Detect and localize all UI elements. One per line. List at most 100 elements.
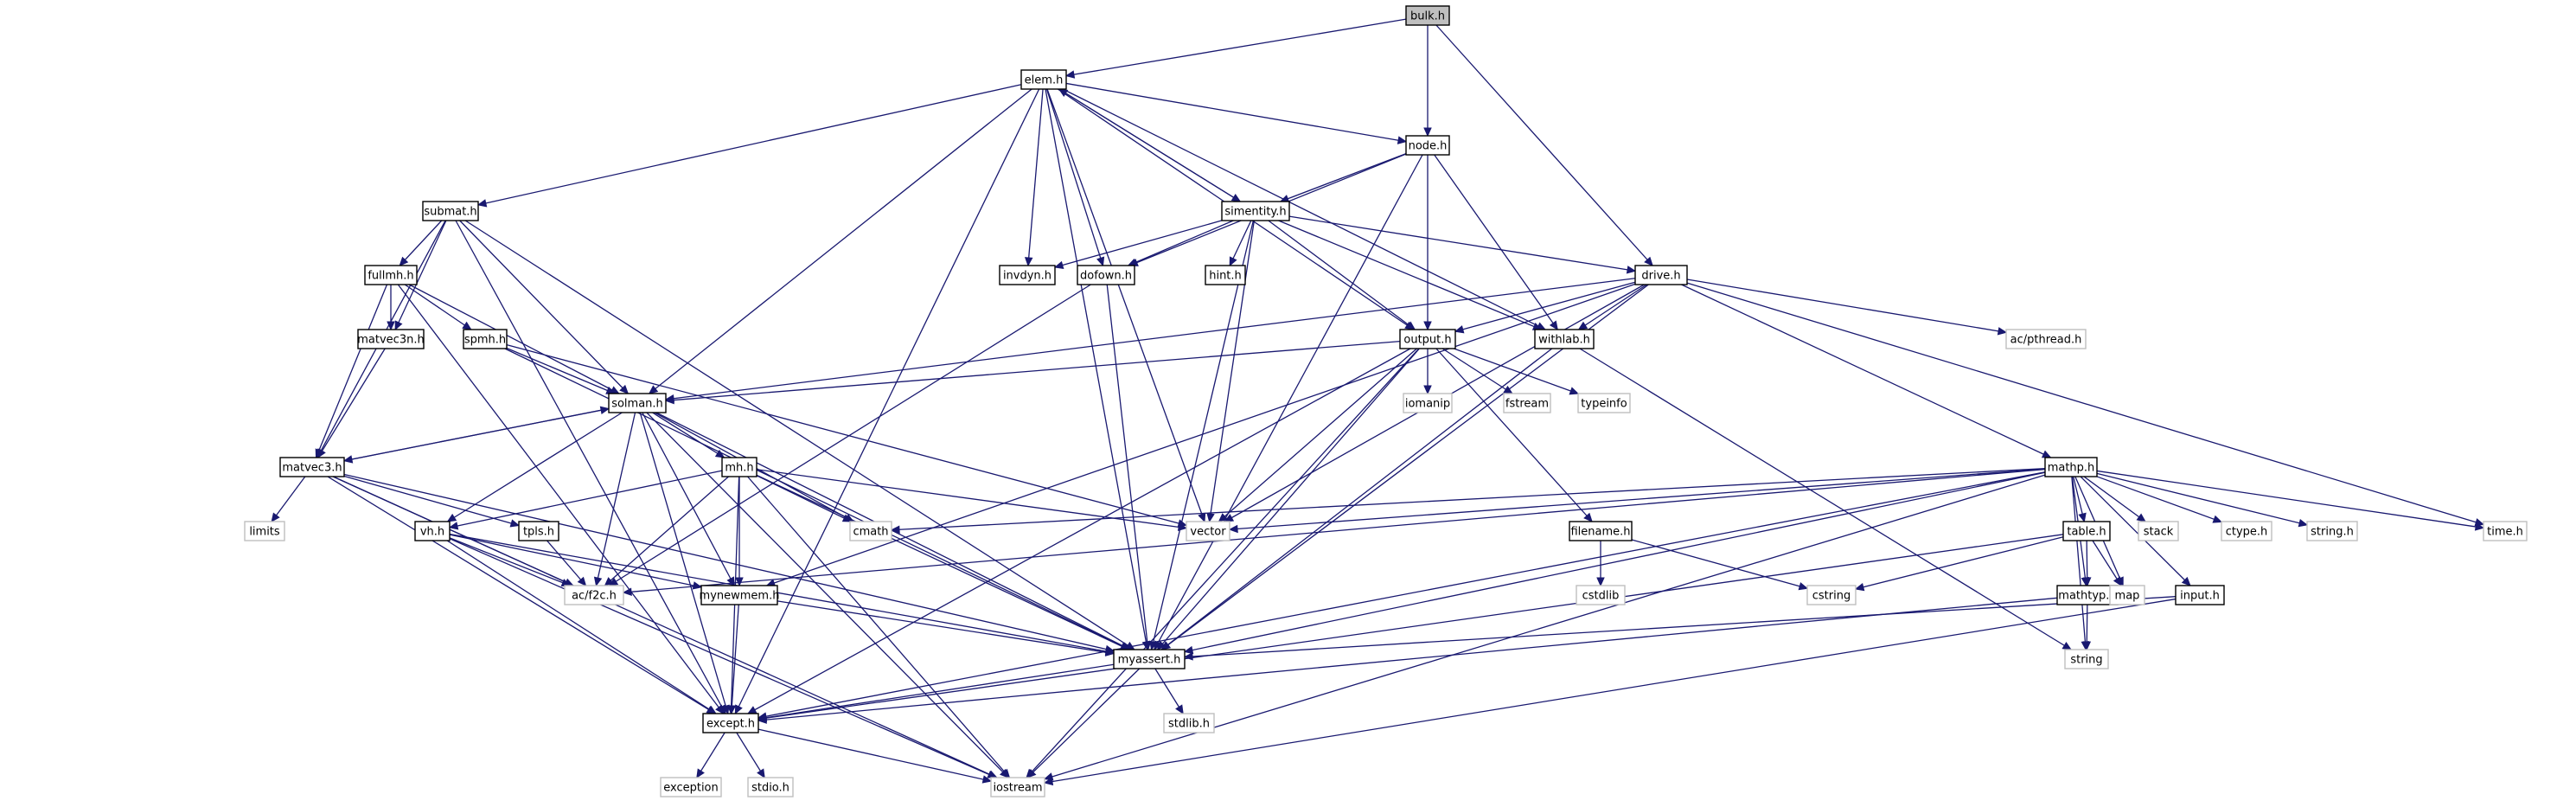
node-label: invdyn.h (1003, 270, 1051, 283)
node-fullmh-h[interactable]: fullmh.h (364, 265, 418, 285)
node-dofown-h[interactable]: dofown.h (1077, 265, 1135, 285)
edge-line (604, 476, 729, 586)
node-iomanip: iomanip (1403, 393, 1453, 413)
node-label: spmh.h (464, 334, 506, 347)
edge-line (1065, 18, 1407, 77)
node-mynewmem-h[interactable]: mynewmem.h (700, 585, 780, 605)
node-stdlib-h: stdlib.h (1163, 713, 1215, 733)
node-output-h[interactable]: output.h (1399, 329, 1456, 349)
edge-line (639, 412, 729, 714)
edge-drive_h-to-mathp_h (1681, 284, 2052, 458)
edge-mathp_h-to-stack (2083, 476, 2146, 522)
edge-line (1154, 154, 1423, 650)
edge-line (449, 538, 997, 778)
node-label: mynewmem.h (700, 590, 780, 603)
node-mh-h[interactable]: mh.h (721, 457, 757, 477)
node-spmh-h[interactable]: spmh.h (463, 329, 508, 349)
edge-line (2080, 476, 2191, 586)
node-label: matvec3n.h (357, 334, 424, 347)
arrowhead (394, 320, 403, 331)
edge-output_h-to-typeinfo (1454, 348, 1580, 395)
node-map: map (2109, 585, 2145, 605)
node-drive-h[interactable]: drive.h (1634, 265, 1688, 285)
edge-line (1065, 82, 1407, 143)
edge-mathp_h-to-ctype_h (2096, 476, 2223, 523)
node-solman-h[interactable]: solman.h (608, 393, 667, 413)
node-cstring: cstring (1806, 585, 1857, 605)
node-box (747, 777, 794, 797)
node-box (279, 457, 345, 477)
node-label: simentity.h (1224, 206, 1286, 219)
node-vh-h[interactable]: vh.h (414, 521, 451, 541)
node-tpls-h[interactable]: tpls.h (518, 521, 559, 541)
edge-myassert_h-to-stdlib_h (1154, 668, 1184, 715)
node-matvec3-h[interactable]: matvec3.h (279, 457, 345, 477)
node-label: cmath (853, 526, 888, 539)
edge-line (696, 732, 725, 778)
arrowhead (1156, 640, 1167, 650)
node-ac-f2c-h: ac/f2c.h (564, 585, 624, 605)
node-myassert-h[interactable]: myassert.h (1113, 649, 1186, 669)
node-input-h[interactable]: input.h (2175, 585, 2225, 605)
edge-filename_h-to-cstdlib (1596, 541, 1605, 587)
node-except-h[interactable]: except.h (702, 713, 759, 733)
edge-tpls_h-to-ac_f2c_h (547, 540, 587, 586)
node-node-h[interactable]: node.h (1405, 135, 1450, 156)
node-box (1534, 329, 1595, 349)
edge-mathp_h-to-myassert_h (1183, 471, 2046, 655)
node-label: cstdlib (1582, 590, 1620, 603)
arrowhead (577, 576, 587, 586)
edge-submat_h-to-solman_h (459, 220, 630, 394)
node-table-h[interactable]: table.h (2062, 521, 2111, 541)
edge-mathp_h-to-iostream (1043, 474, 2046, 781)
edge-mathp_h-to-input_h (2080, 476, 2191, 586)
node-withlab-h[interactable]: withlab.h (1534, 329, 1595, 349)
edge-line (747, 476, 1010, 778)
node-box (2138, 521, 2179, 541)
node-string: string (2064, 649, 2109, 669)
arrowhead (890, 525, 900, 534)
node-filename-h[interactable]: filename.h (1569, 521, 1633, 541)
arrowhead (1175, 704, 1184, 715)
node-string-h: string.h (2306, 521, 2358, 541)
arrowhead (715, 704, 725, 714)
node-box (2109, 585, 2145, 605)
node-hint-h[interactable]: hint.h (1205, 265, 1246, 285)
edge-mathtyp_h-to-string (2082, 604, 2092, 651)
edge-elem_h-to-myassert_h (1045, 88, 1150, 651)
edge-line (665, 278, 1636, 400)
node-matvec3n-h[interactable]: matvec3n.h (357, 329, 425, 349)
edge-output_h-to-vector (1218, 348, 1417, 522)
node-elem-h[interactable]: elem.h (1020, 69, 1067, 90)
node-label: withlab.h (1538, 334, 1590, 347)
edge-line (1184, 596, 2176, 658)
edge-line (1441, 348, 1513, 394)
edge-mathtyp_h-to-except_h (757, 597, 2058, 724)
edge-output_h-to-iomanip (1423, 349, 1432, 395)
edge-line (1686, 279, 2007, 333)
node-invdyn-h[interactable]: invdyn.h (999, 265, 1056, 285)
node-box (2221, 521, 2272, 541)
node-box (990, 777, 1045, 797)
arrowhead (2136, 513, 2146, 522)
node-mathp-h[interactable]: mathp.h (2044, 457, 2098, 477)
node-bulk-h[interactable]: bulk.h (1405, 5, 1450, 26)
node-mathtyp-h[interactable]: mathtyp.h (2056, 585, 2119, 605)
node-label: stack (2144, 526, 2174, 539)
edge-line (1154, 668, 1184, 714)
node-label: ac/pthread.h (2010, 334, 2082, 347)
edge-solman_h-to-mynewmem_h (642, 412, 735, 587)
node-box (1205, 265, 1246, 285)
node-submat-h[interactable]: submat.h (422, 201, 479, 221)
edge-table_h-to-map (2092, 540, 2122, 587)
node-label: cstring (1812, 590, 1851, 603)
edge-submat_h-to-fullmh_h (399, 220, 443, 266)
node-box (244, 521, 285, 541)
edge-line (271, 476, 306, 522)
arrowhead (1000, 768, 1011, 778)
node-box (1113, 649, 1186, 669)
node-simentity-h[interactable]: simentity.h (1221, 201, 1290, 221)
node-box (721, 457, 757, 477)
edge-matvec3_h-to-limits (271, 476, 306, 522)
arrowhead (981, 775, 993, 784)
